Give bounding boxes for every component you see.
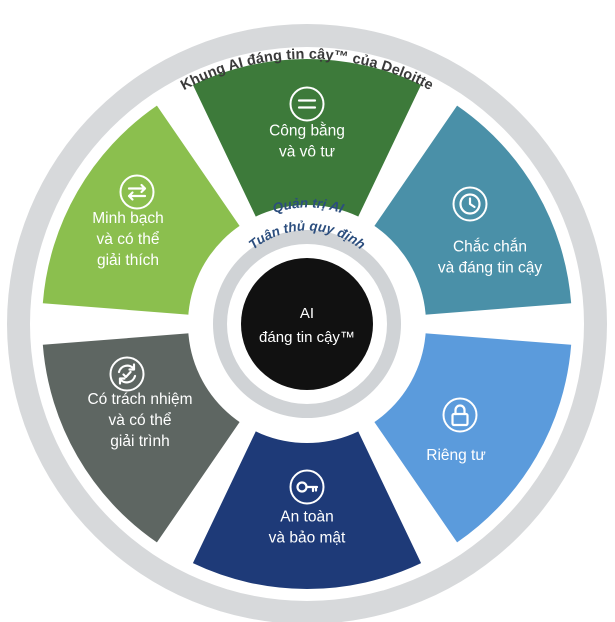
segment-6-label-line-1: Minh bạch bbox=[92, 210, 164, 227]
segment-3-wedge bbox=[373, 333, 572, 543]
segment-1-label-line-2: và vô tư bbox=[279, 144, 335, 161]
segment-5-label-line-3: giải trình bbox=[110, 433, 169, 450]
segment-2-label-line-1: Chắc chắn bbox=[453, 239, 527, 256]
segment-6-label-line-2: và có thể bbox=[97, 231, 160, 248]
segment-1-label-line-1: Công bằng bbox=[269, 123, 345, 140]
segment-3: Riêng tư bbox=[373, 333, 572, 543]
segment-6-wedge bbox=[42, 105, 241, 315]
segment-1: Công bằng và vô tư bbox=[192, 58, 422, 218]
segment-5-label-line-1: Có trách nhiệm bbox=[87, 391, 192, 408]
center-label-line1: AI bbox=[300, 305, 314, 322]
segment-4-label-line-2: và bảo mật bbox=[269, 530, 346, 547]
center-label-line2: đáng tin cậy™ bbox=[259, 329, 355, 346]
segments-group: Công bằng và vô tư Chắc chắn và đáng tin cậ… bbox=[42, 58, 572, 590]
segment-4-label-line-1: An toàn bbox=[280, 509, 333, 526]
segment-5-wedge bbox=[42, 333, 241, 543]
segment-2-wedge bbox=[373, 105, 572, 315]
segment-2-label-line-2: và đáng tin cậy bbox=[438, 260, 543, 277]
segment-5: Có trách nhiệm và có thể giải trình bbox=[42, 333, 241, 543]
segment-4: An toàn và bảo mật bbox=[192, 430, 422, 590]
center-circle bbox=[241, 258, 373, 390]
segment-1-wedge bbox=[192, 58, 422, 218]
equals-icon bbox=[289, 86, 325, 122]
segment-6-label-line-3: giải thích bbox=[97, 252, 159, 269]
segment-4-wedge bbox=[192, 430, 422, 590]
swap-arrows-icon bbox=[119, 174, 155, 210]
segment-5-label-line-2: và có thể bbox=[109, 412, 172, 429]
segment-3-label-line-1: Riêng tư bbox=[426, 447, 486, 464]
key-icon bbox=[289, 469, 325, 505]
clock-icon bbox=[452, 186, 488, 222]
lock-icon bbox=[442, 397, 478, 433]
refresh-check-icon bbox=[109, 356, 145, 392]
segment-2: Chắc chắn và đáng tin cậy bbox=[373, 105, 572, 315]
segment-6: Minh bạch và có thể giải thích bbox=[42, 105, 241, 315]
